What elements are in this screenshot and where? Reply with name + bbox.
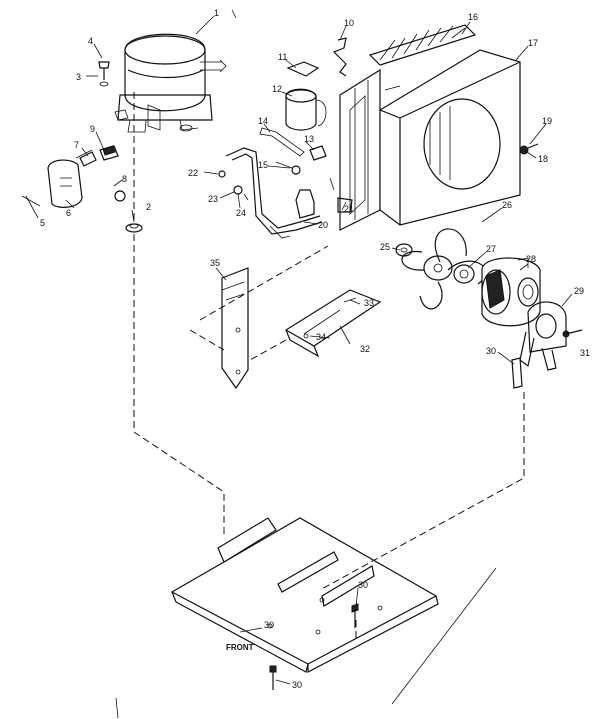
- pen-marks: [115, 9, 497, 719]
- fan-motor: [481, 257, 541, 327]
- mounting-bolt: [98, 61, 110, 87]
- callout-30-motor: 30: [486, 346, 496, 356]
- callout-17: 17: [528, 38, 538, 48]
- mounting-plate: [284, 289, 382, 358]
- callout-21: 21: [344, 204, 354, 214]
- grommet: [125, 223, 143, 233]
- callout-23: 23: [208, 194, 218, 204]
- callout-29: 29: [574, 286, 584, 296]
- air-deflector: [221, 267, 249, 390]
- compressor: [114, 33, 227, 133]
- front-label: FRONT: [226, 643, 254, 652]
- callout-4: 4: [88, 36, 93, 46]
- callout-11: 11: [278, 52, 287, 62]
- start-capacitor: [259, 37, 347, 175]
- callout-15: 15: [258, 160, 268, 170]
- callout-9: 9: [90, 124, 95, 134]
- callout-22: 22: [188, 168, 198, 178]
- overload-relay: [21, 145, 126, 208]
- base-screw: [269, 603, 359, 690]
- callout-3: 3: [76, 72, 81, 82]
- fan-shroud: [379, 49, 521, 226]
- callout-27: 27: [486, 244, 496, 254]
- callout-20: 20: [318, 220, 328, 230]
- callout-13: 13: [304, 134, 314, 144]
- motor-bracket: [511, 301, 583, 389]
- callout-7: 7: [74, 140, 79, 150]
- callout-6: 6: [66, 208, 71, 218]
- fan-blade: [401, 228, 487, 310]
- base-pan: [170, 517, 439, 673]
- callout-26: 26: [502, 200, 512, 210]
- callout-16: 16: [468, 12, 478, 22]
- callout-14: 14: [258, 116, 268, 126]
- callout-24: 24: [236, 208, 246, 218]
- callout-1: 1: [214, 8, 219, 18]
- fan-clip: [395, 243, 413, 257]
- callout-numbers: 1 2 3 4 5 6 7 8 9 10 11 12 13 14 15 16 1…: [40, 8, 590, 690]
- leader-lines: [25, 15, 573, 685]
- callout-2: 2: [146, 202, 151, 212]
- callout-25: 25: [380, 242, 390, 252]
- callout-30-base-left: 30: [264, 620, 274, 630]
- callout-12: 12: [272, 84, 282, 94]
- callout-33: 33: [364, 298, 374, 308]
- callout-30-base-right: 30: [358, 580, 368, 590]
- callout-35: 35: [210, 258, 220, 268]
- callout-32: 32: [360, 344, 370, 354]
- refrigerant-tubing: [218, 147, 353, 239]
- callout-31: 31: [580, 348, 590, 358]
- shroud-screw: [519, 143, 539, 155]
- fan-hub: [453, 264, 475, 284]
- callout-34: 34: [316, 332, 326, 342]
- callout-30-base-bottom: 30: [292, 680, 302, 690]
- callout-18: 18: [538, 154, 548, 164]
- callout-5: 5: [40, 218, 45, 228]
- callout-8: 8: [122, 174, 127, 184]
- callout-10: 10: [344, 18, 354, 28]
- callout-28: 28: [526, 254, 536, 264]
- assembly-lines: [133, 92, 525, 640]
- callout-19: 19: [542, 116, 552, 126]
